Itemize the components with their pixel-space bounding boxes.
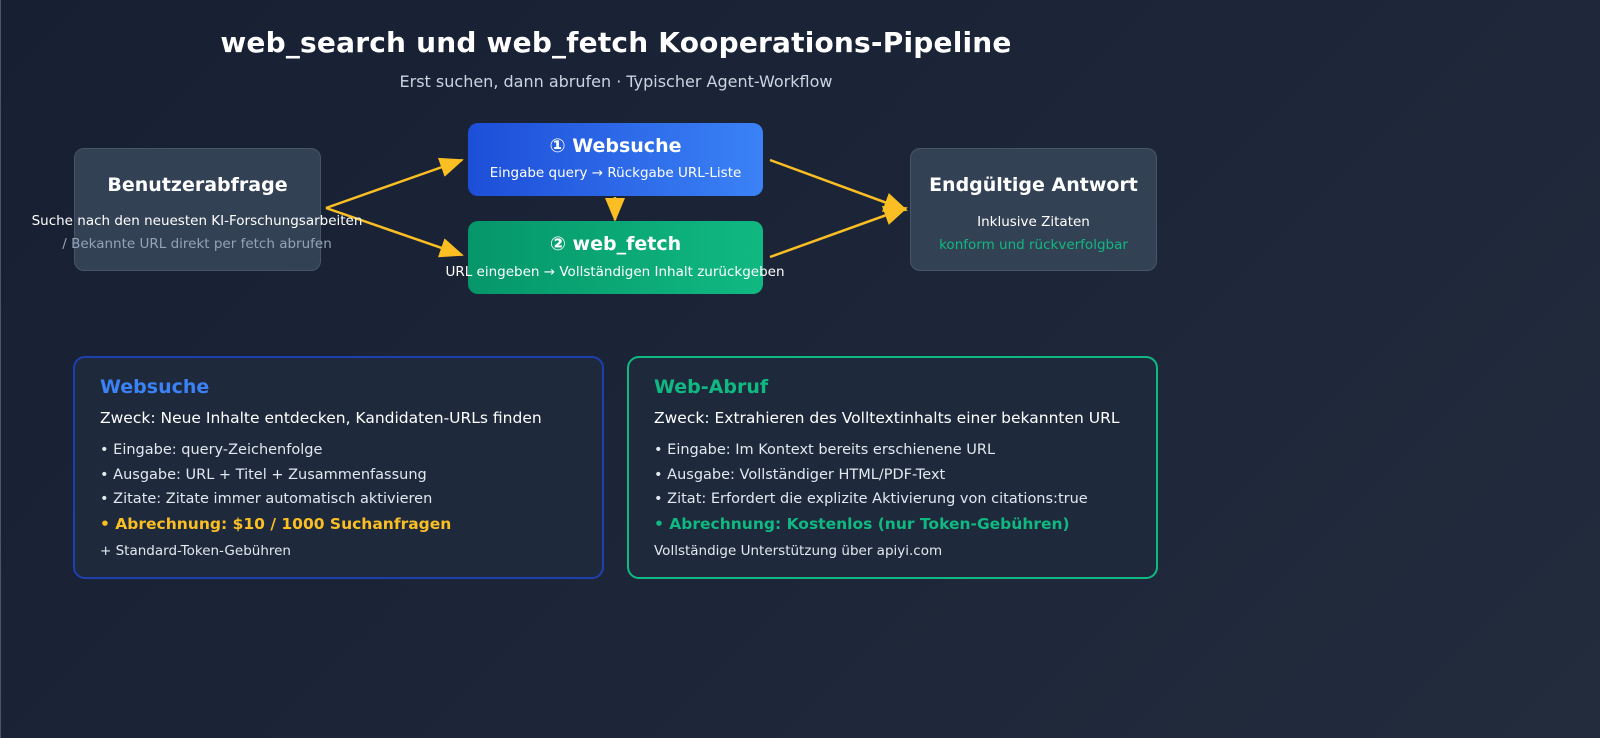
node-websearch-title: ① Websuche [549,135,682,157]
diagram-subtitle: Erst suchen, dann abrufen · Typischer Ag… [399,72,833,91]
window-edge [0,0,1,738]
list-item-billing: • Abrechnung: Kostenlos (nur Token-Gebüh… [654,514,1070,533]
node-user-query-line2: / Bekannte URL direkt per fetch abrufen [62,236,332,252]
arrow-query-to-fetch [325,206,464,258]
node-webfetch-desc: URL eingeben → Vollständigen Inhalt zurü… [445,264,785,280]
list-item-billing: • Abrechnung: $10 / 1000 Suchanfragen [100,514,452,533]
list-item: • Eingabe: Im Kontext bereits erschienen… [654,442,996,458]
panel-webfetch-heading: Web-Abruf [654,376,769,398]
panel-websearch-heading: Websuche [100,376,210,398]
node-webfetch-title: ② web_fetch [549,233,682,255]
node-final-answer-title: Endgültige Antwort [929,174,1138,196]
node-user-query: Benutzerabfrage [74,148,321,271]
node-user-query-title: Benutzerabfrage [107,174,288,196]
list-item: • Zitate: Zitate immer automatisch aktiv… [100,491,433,507]
list-item: • Ausgabe: Vollständiger HTML/PDF-Text [654,466,946,483]
panel-websearch-purpose: Zweck: Neue Inhalte entdecken, Kandidate… [100,409,542,427]
panel-webfetch-list: • Eingabe: Im Kontext bereits erschienen… [654,438,1088,536]
node-webfetch: ② web_fetch [468,221,763,294]
node-user-query-line1: Suche nach den neuesten KI-Forschungsarb… [31,213,363,229]
node-final-answer: Endgültige Antwort Inklusive Zitaten kon… [910,148,1157,271]
node-websearch-desc: Eingabe query → Rückgabe URL-Liste [489,165,742,181]
arrow-query-to-search [325,157,464,210]
panel-websearch-list: • Eingabe: query-Zeichenfolge • Ausgabe:… [100,438,451,536]
node-final-answer-line1: Inklusive Zitaten [977,214,1090,230]
panel-websearch: Websuche Zweck: Neue Inhalte entdecken, … [73,356,604,579]
diagram-title: web_search und web_fetch Kooperations-Pi… [220,26,1012,59]
panel-webfetch: Web-Abruf Zweck: Extrahieren des Volltex… [627,356,1158,579]
node-websearch: ① Websuche Eingabe query → Rückgabe URL-… [468,123,763,196]
arrow-search-to-answer [769,158,908,212]
panel-webfetch-purpose: Zweck: Extrahieren des Volltextinhalts e… [654,409,1120,427]
node-final-answer-line2: konform und rückverfolgbar [939,237,1128,253]
list-item: • Eingabe: query-Zeichenfolge [100,442,323,458]
panel-webfetch-footer: Vollständige Unterstützung über apiyi.co… [654,543,943,559]
list-item: • Zitat: Erfordert die explizite Aktivie… [654,491,1088,507]
list-item: • Ausgabe: URL + Titel + Zusammenfassung [100,466,427,483]
arrow-fetch-to-answer [769,206,908,259]
panel-websearch-footer: + Standard-Token-Gebühren [100,543,291,559]
